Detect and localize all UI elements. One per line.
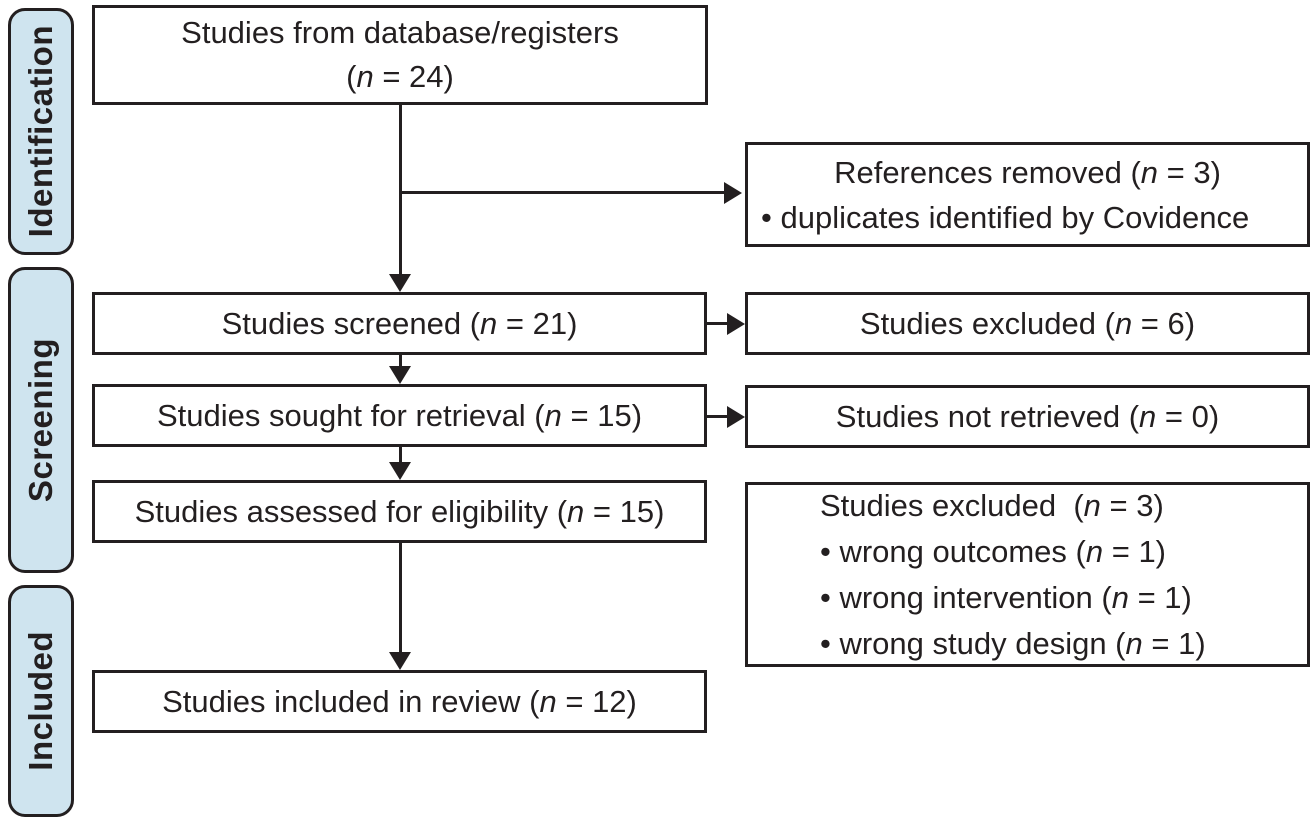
arrow-sought-to-assessed-line <box>399 447 402 464</box>
stage-screening-label: Screening <box>22 337 59 503</box>
box-studies-excluded-screening-label: Studies excluded (n = 6) <box>859 305 1196 341</box>
box-excluded-eligibility-line2: • wrong outcomes (n = 1) <box>820 533 1167 569</box>
box-studies-assessed-label: Studies assessed for eligibility (n = 15… <box>134 493 665 529</box>
arrow-database-to-screened-line <box>399 105 402 275</box>
box-database-registers: Studies from database/registers (n = 24) <box>92 5 708 105</box>
box-studies-screened: Studies screened (n = 21) <box>92 292 707 355</box>
arrow-sought-to-assessed-head <box>389 462 411 480</box>
box-database-line1: Studies from database/registers <box>181 15 619 50</box>
box-studies-excluded-eligibility: Studies excluded (n = 3) • wrong outcome… <box>745 482 1310 667</box>
box-studies-not-retrieved: Studies not retrieved (n = 0) <box>745 385 1310 448</box>
stage-included-label: Included <box>22 631 59 771</box>
box-references-removed: References removed (n = 3) • duplicates … <box>745 142 1310 247</box>
stage-screening: Screening <box>8 267 74 573</box>
stage-identification-label: Identification <box>22 25 59 238</box>
box-references-removed-line2: • duplicates identified by Covidence <box>761 199 1250 235</box>
arrow-database-to-screened-head <box>389 274 411 292</box>
box-studies-included-label: Studies included in review (n = 12) <box>162 683 637 719</box>
arrow-screened-to-sought-line <box>399 355 402 368</box>
arrow-sought-to-notretrieved-head <box>727 406 745 428</box>
arrow-assessed-to-included-head <box>389 652 411 670</box>
box-excluded-eligibility-line1: Studies excluded (n = 3) <box>820 487 1164 523</box>
arrow-branch-to-references-head <box>724 182 742 204</box>
box-studies-sought-label: Studies sought for retrieval (n = 15) <box>156 397 643 433</box>
arrow-branch-to-references-line <box>400 191 725 194</box>
box-studies-sought: Studies sought for retrieval (n = 15) <box>92 384 707 447</box>
arrow-screened-to-sought-head <box>389 366 411 384</box>
arrow-assessed-to-included-line <box>399 543 402 654</box>
box-studies-excluded-screening: Studies excluded (n = 6) <box>745 292 1310 355</box>
arrow-screened-to-excluded-head <box>727 313 745 335</box>
box-studies-assessed: Studies assessed for eligibility (n = 15… <box>92 480 707 543</box>
arrow-sought-to-notretrieved-line <box>707 415 729 418</box>
box-references-removed-line1: References removed (n = 3) <box>834 154 1221 190</box>
box-studies-not-retrieved-label: Studies not retrieved (n = 0) <box>835 398 1220 434</box>
box-excluded-eligibility-line3: • wrong intervention (n = 1) <box>820 579 1192 615</box>
box-studies-included: Studies included in review (n = 12) <box>92 670 707 733</box>
arrow-screened-to-excluded-line <box>707 322 729 325</box>
stage-included: Included <box>8 585 74 817</box>
box-database-line2: (n = 24) <box>346 59 454 94</box>
stage-identification: Identification <box>8 8 74 255</box>
box-excluded-eligibility-line4: • wrong study design (n = 1) <box>820 625 1206 661</box>
box-studies-screened-label: Studies screened (n = 21) <box>221 305 578 341</box>
